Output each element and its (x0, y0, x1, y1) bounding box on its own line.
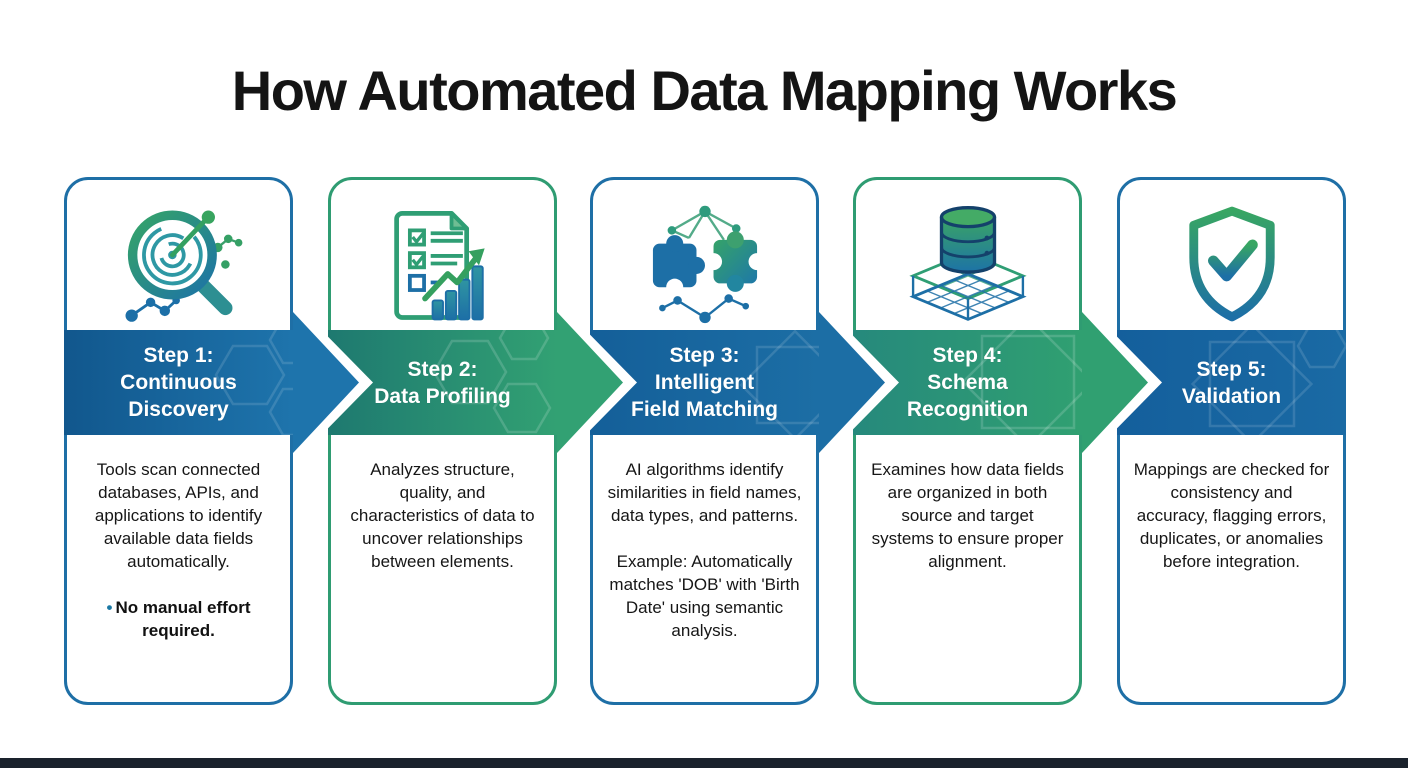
bullet-dot-icon: • (106, 598, 113, 617)
step-description: AI algorithms identify similarities in f… (607, 460, 802, 525)
bottom-accent-bar (0, 758, 1408, 768)
document-checklist-chart-icon (331, 180, 554, 340)
database-grid-icon (856, 180, 1079, 340)
step-card-1: Tools scan connected databases, APIs, an… (64, 177, 293, 705)
step-bullet: •No manual effort required. (106, 598, 251, 640)
step-card-3: AI algorithms identify similarities in f… (590, 177, 819, 705)
magnifier-radar-icon (67, 180, 290, 340)
step-card-5: Mappings are checked for consistency and… (1117, 177, 1346, 705)
step-description: Analyzes structure, quality, and charact… (350, 460, 535, 571)
step-card-4: Examines how data fields are organized i… (853, 177, 1082, 705)
page-title: How Automated Data Mapping Works (231, 59, 1178, 122)
step-description: Mappings are checked for consistency and… (1133, 460, 1330, 571)
step-card-2: Analyzes structure, quality, and charact… (328, 177, 557, 705)
step-example: Example: Automatically matches 'DOB' wit… (609, 552, 800, 640)
step-description: Tools scan connected databases, APIs, an… (94, 460, 263, 571)
shield-check-icon (1120, 180, 1343, 340)
step-description: Examines how data fields are organized i… (871, 460, 1064, 571)
puzzle-network-icon (593, 180, 816, 340)
